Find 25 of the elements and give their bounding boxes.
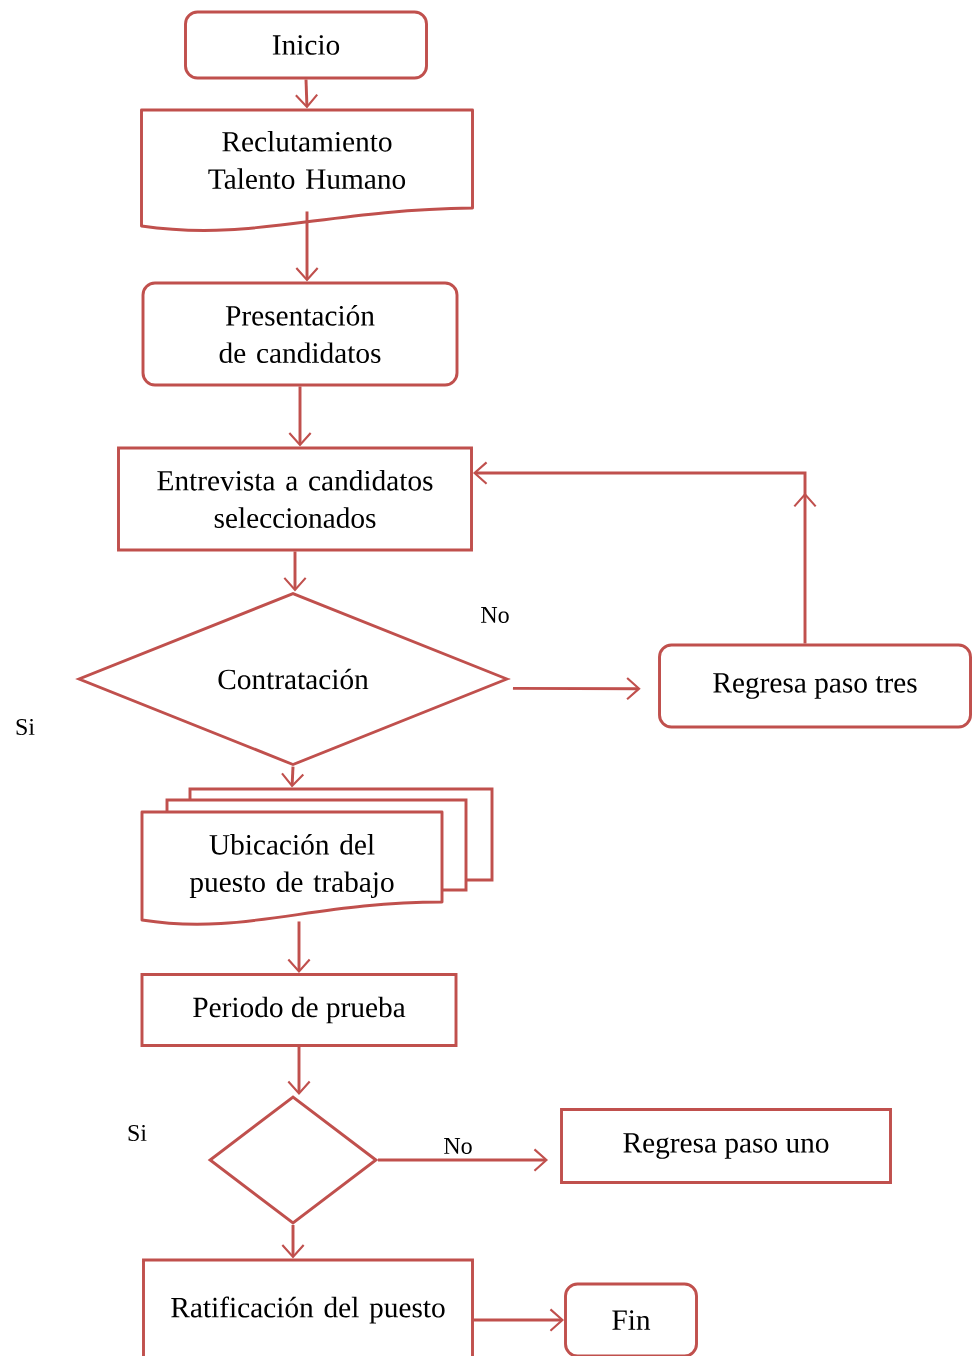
end-box: Fin <box>564 1282 698 1356</box>
arrow <box>287 1047 311 1096</box>
arrow <box>281 1225 305 1259</box>
arrow <box>472 461 817 644</box>
arrow <box>473 1308 565 1332</box>
edge-label: No <box>442 1136 474 1156</box>
process-box: Entrevista a candidatos seleccionados <box>117 446 473 552</box>
process-box: Periodo de prueba <box>140 973 458 1047</box>
edge-label: No <box>479 605 511 625</box>
arrow <box>377 1148 549 1172</box>
multi-document-box: Ubicación del puesto de trabajo <box>140 787 494 926</box>
arrow <box>287 921 311 974</box>
branch-label: Si <box>16 718 35 736</box>
process-box: Ratificación del puesto <box>142 1258 474 1356</box>
document-box: Reclutamiento Talento Humano <box>140 108 474 232</box>
branch-label: Si <box>128 1124 147 1142</box>
process-box: Presentación de candidatos <box>141 281 459 387</box>
arrow <box>283 551 307 592</box>
arrow <box>288 386 312 447</box>
process-box: Regresa paso uno <box>560 1108 892 1184</box>
arrow <box>512 677 641 701</box>
start-box: Inicio <box>184 10 428 80</box>
arrow <box>295 211 319 282</box>
arrow <box>295 79 318 109</box>
process-box: Regresa paso tres <box>658 643 972 729</box>
